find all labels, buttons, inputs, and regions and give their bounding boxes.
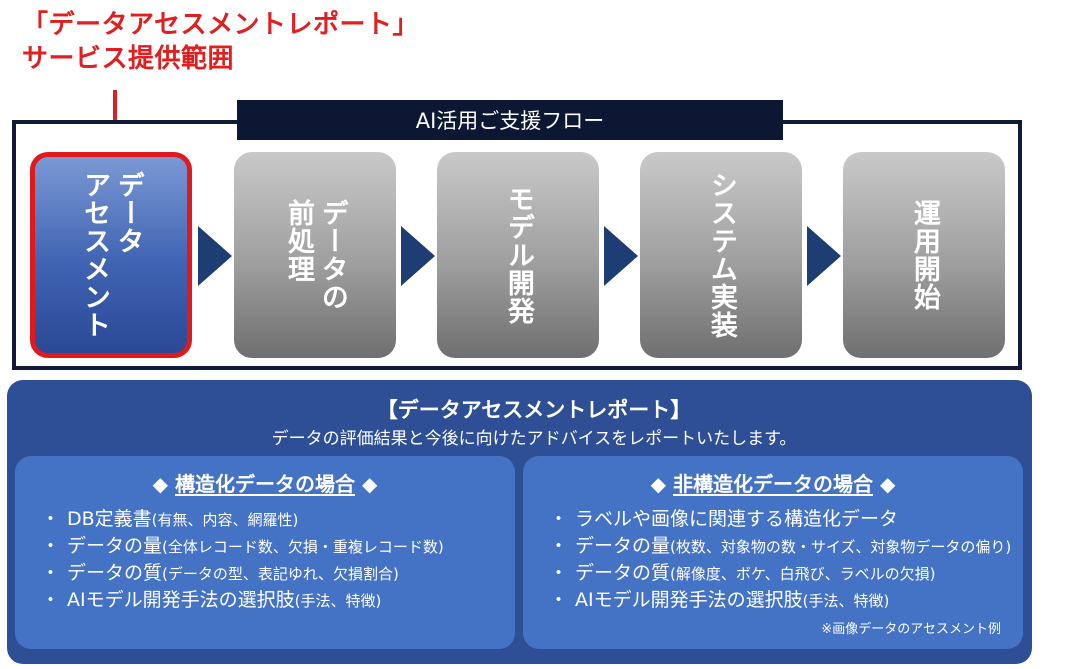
step-label: データ アセスメント — [79, 171, 144, 339]
item-main: データの量 — [67, 535, 163, 557]
item-main: AIモデル開発手法の選択肢 — [575, 589, 803, 611]
item-main: AIモデル開発手法の選択肢 — [67, 589, 295, 611]
step-data-assessment: データ アセスメント — [30, 152, 192, 358]
item-detail: (枚数、対象物の数・サイズ、対象物データの偏り) — [670, 538, 1012, 556]
item-main: データの質 — [67, 562, 163, 584]
list-item: ・データの質(解像度、ボケ、白飛び、ラベルの欠損) — [549, 560, 1011, 587]
unstructured-data-list: ・ラベルや画像に関連する構造化データ ・データの量(枚数、対象物の数・サイズ、対… — [549, 506, 1011, 614]
item-detail: (解像度、ボケ、白飛び、ラベルの欠損) — [670, 565, 936, 583]
list-item: ・データの量(全体レコード数、欠損・重複レコード数) — [41, 533, 444, 560]
bullet-icon: ・ — [549, 589, 569, 611]
report-subtitle: データの評価結果と今後に向けたアドバイスをレポートいたします。 — [271, 429, 797, 449]
flow-header: AI活用ご支援フロー — [237, 100, 783, 140]
bullet-icon: ・ — [41, 508, 61, 530]
list-item: ・データの質(データの型、表記ゆれ、欠損割合) — [41, 560, 444, 587]
list-item: ・データの量(枚数、対象物の数・サイズ、対象物データの偏り) — [549, 533, 1011, 560]
arrow-right-icon — [807, 226, 841, 286]
diamond-icon: ◆ — [879, 472, 896, 496]
item-detail: (手法、特徴) — [802, 592, 890, 610]
list-item: ・ AIモデル開発手法の選択肢(手法、特徴) — [41, 587, 444, 614]
item-main: データの質 — [575, 562, 671, 584]
item-main: DB定義書 — [67, 508, 152, 530]
bullet-icon: ・ — [549, 508, 569, 530]
structured-data-box: ◆ 構造化データの場合 ◆ ・DB定義書(有無、内容、網羅性) ・データの量(全… — [15, 456, 515, 649]
item-detail: (手法、特徴) — [294, 592, 382, 610]
arrow-right-icon — [198, 226, 232, 286]
arrow-right-icon — [604, 226, 638, 286]
item-main: データの量 — [575, 535, 671, 557]
step-label: モデル開発 — [502, 185, 534, 325]
list-item: ・ AIモデル開発手法の選択肢(手法、特徴) — [549, 587, 1011, 614]
footnote: ※画像データのアセスメント例 — [821, 622, 1001, 637]
item-detail: (全体レコード数、欠損・重複レコード数) — [162, 538, 444, 556]
step-model-development: モデル開発 — [437, 152, 599, 358]
bullet-icon: ・ — [549, 562, 569, 584]
structured-data-title-text: 構造化データの場合 — [175, 472, 355, 496]
bullet-icon: ・ — [41, 535, 61, 557]
bullet-icon: ・ — [41, 589, 61, 611]
structured-data-title: ◆ 構造化データの場合 ◆ — [15, 468, 515, 497]
diamond-icon: ◆ — [152, 472, 169, 496]
item-main: ラベルや画像に関連する構造化データ — [575, 508, 899, 530]
diamond-icon: ◆ — [361, 472, 378, 496]
diamond-icon: ◆ — [650, 472, 667, 496]
item-detail: (データの型、表記ゆれ、欠損割合) — [162, 565, 399, 583]
report-title: 【データアセスメントレポート】 — [376, 398, 692, 422]
step-label: データの 前処理 — [283, 199, 348, 311]
bullet-icon: ・ — [549, 535, 569, 557]
step-system-implementation: システム実装 — [640, 152, 802, 358]
list-item: ・ラベルや画像に関連する構造化データ — [549, 506, 1011, 533]
structured-data-list: ・DB定義書(有無、内容、網羅性) ・データの量(全体レコード数、欠損・重複レコ… — [41, 506, 444, 614]
step-operation-start: 運用開始 — [843, 152, 1005, 358]
scope-label-line1: 「データアセスメントレポート」 — [22, 10, 419, 40]
step-label: システム実装 — [705, 171, 737, 339]
bullet-icon: ・ — [41, 562, 61, 584]
unstructured-data-title-text: 非構造化データの場合 — [673, 472, 873, 496]
scope-label-line2: サービス提供範囲 — [22, 44, 235, 74]
list-item: ・ DB定義書(有無、内容、網羅性) — [41, 506, 444, 533]
arrow-right-icon — [401, 226, 435, 286]
unstructured-data-title: ◆ 非構造化データの場合 ◆ — [523, 468, 1023, 497]
item-detail: (有無、内容、網羅性) — [151, 511, 299, 529]
scope-label: 「データアセスメントレポート」 サービス提供範囲 — [22, 8, 419, 76]
step-label: 運用開始 — [908, 199, 940, 311]
step-preprocessing: データの 前処理 — [234, 152, 396, 358]
unstructured-data-box: ◆ 非構造化データの場合 ◆ ・ラベルや画像に関連する構造化データ ・データの量… — [523, 456, 1023, 649]
